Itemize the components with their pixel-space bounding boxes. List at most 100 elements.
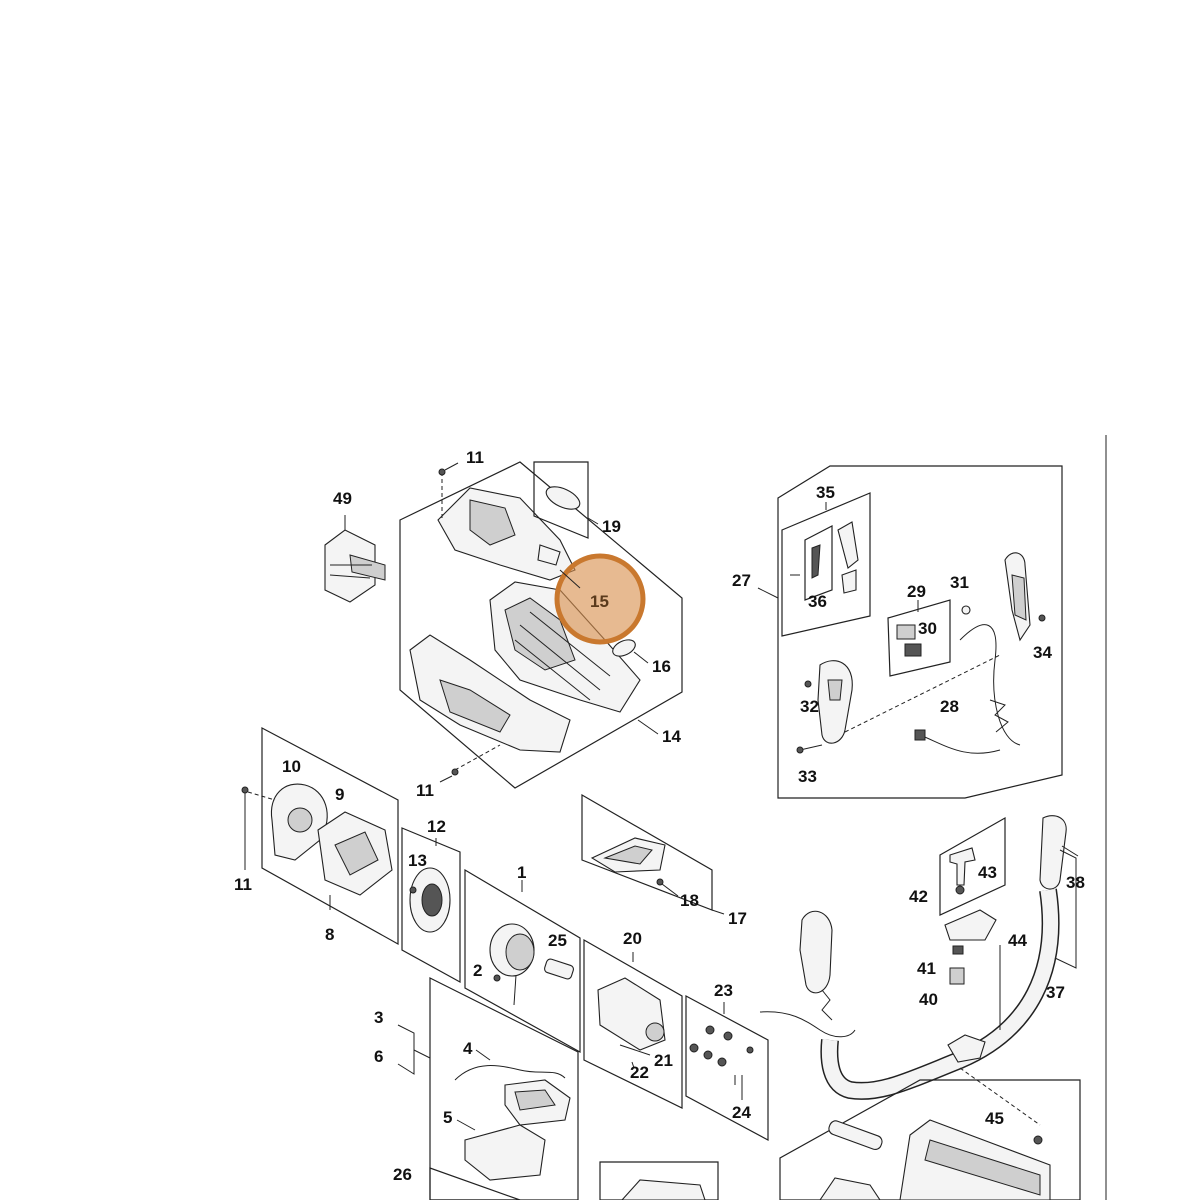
callout-24: 24 [732, 1103, 751, 1122]
housing-group-frame [399, 461, 683, 789]
screw-22 [631, 1061, 635, 1069]
fasteners-group-frame [685, 994, 769, 1142]
callout-labels: 11 49 19 16 14 11 35 27 36 29 31 30 34 3… [234, 448, 1085, 1184]
cover-5 [464, 1124, 546, 1181]
callout-19: 19 [602, 517, 621, 536]
connector-part-30 [904, 643, 922, 657]
leader-4 [475, 1049, 491, 1061]
callout-18: 18 [680, 891, 699, 910]
spring-40 [949, 967, 965, 985]
controller-chip [514, 1089, 556, 1111]
screw-45 [1033, 1135, 1043, 1145]
callout-14: 14 [662, 727, 681, 746]
axis-45 [959, 1067, 1041, 1126]
housing-top-opening [537, 544, 561, 566]
callout-21: 21 [654, 1051, 673, 1070]
switch-part-36 [811, 544, 821, 579]
leader-15 [559, 569, 581, 589]
reference-cable [759, 1011, 856, 1038]
grip-38 [1039, 815, 1067, 890]
bracket-3-6 [397, 1024, 415, 1075]
wire-harness [959, 624, 1021, 746]
callout-38: 38 [1066, 873, 1085, 892]
lower-part-a [621, 1179, 706, 1200]
screw-33 [799, 744, 823, 751]
switch-subgroup-frame [781, 492, 871, 637]
reference-handle [799, 910, 833, 994]
housing-inner-ribs [514, 611, 611, 701]
screw-32 [804, 680, 812, 688]
gearbox-group-frame [583, 938, 683, 1109]
leader-18 [661, 883, 679, 897]
nut-a [705, 1025, 715, 1035]
trigger-axis-line [844, 654, 1001, 733]
trigger-handle-grip [827, 679, 843, 701]
callout-13: 13 [408, 851, 427, 870]
nut-b [723, 1031, 733, 1041]
callout-17: 17 [728, 909, 747, 928]
wire-plug-28 [914, 729, 926, 741]
motor-core [505, 933, 535, 971]
callout-37: 37 [1046, 983, 1065, 1002]
leader-11-bottom [454, 744, 501, 771]
leader-3-6 [413, 1049, 431, 1059]
lower-group-frame [599, 1161, 719, 1200]
leader-27 [757, 587, 779, 599]
electronics-group-frame [429, 977, 579, 1200]
callout-44: 44 [1008, 931, 1027, 950]
housing-lower-window [439, 679, 511, 733]
shaft-group-frame [779, 1079, 1081, 1200]
pin-25 [544, 958, 574, 980]
callout-32: 32 [800, 697, 819, 716]
callout-30: 30 [918, 619, 937, 638]
cover-plate-group-19 [533, 461, 599, 539]
callout-2: 2 [473, 961, 482, 980]
handle-shell-inner [1011, 574, 1027, 621]
leader-38 [1061, 845, 1079, 857]
switch-lever [837, 521, 859, 569]
callout-27: 27 [732, 571, 751, 590]
callout-11-lower: 11 [416, 781, 434, 800]
wire-lead-28 [919, 734, 1001, 754]
leader-16 [633, 651, 649, 664]
motor-group-frame [464, 868, 581, 1054]
trigger-assembly-group [757, 465, 1063, 799]
screw-21 [619, 1044, 651, 1056]
nut-d [703, 1050, 713, 1060]
seal-part-16 [612, 639, 636, 657]
cover-plate-frame [533, 461, 589, 539]
gearbox-group [583, 938, 683, 1109]
callout-34: 34 [1033, 643, 1052, 662]
loop-handle-group [820, 815, 1079, 1126]
wire-coil [989, 699, 1009, 733]
gearbox-bearing [645, 1022, 665, 1042]
callout-28: 28 [940, 697, 959, 716]
group-26-frame [429, 1167, 521, 1200]
connector-part-29 [896, 624, 916, 640]
highlight-marker-15[interactable]: 15 [554, 553, 646, 645]
callout-49: 49 [333, 489, 352, 508]
callout-12: 12 [427, 817, 446, 836]
screw-11-top [438, 468, 446, 476]
highlight-ring[interactable] [554, 553, 646, 645]
switch-contact [841, 569, 857, 594]
leader-11-left [247, 791, 276, 801]
fan-wheel-group [401, 827, 461, 984]
fan-group-frame [261, 727, 399, 946]
fan-cover-hub [287, 807, 313, 833]
callout-35: 35 [816, 483, 835, 502]
leader-17 [711, 909, 725, 915]
electronics-group [397, 977, 579, 1200]
nut-c [689, 1043, 699, 1053]
shaft-rail [924, 1139, 1041, 1196]
reference-handle-sketch [759, 910, 856, 1038]
callout-15: 15 [590, 592, 609, 611]
callout-16: 16 [652, 657, 671, 676]
callout-36: 36 [808, 592, 827, 611]
leader-11-top-label [444, 462, 459, 471]
fan-housing-cavity [334, 831, 379, 876]
housing-top-recess [469, 499, 516, 546]
motor-group [464, 868, 581, 1054]
